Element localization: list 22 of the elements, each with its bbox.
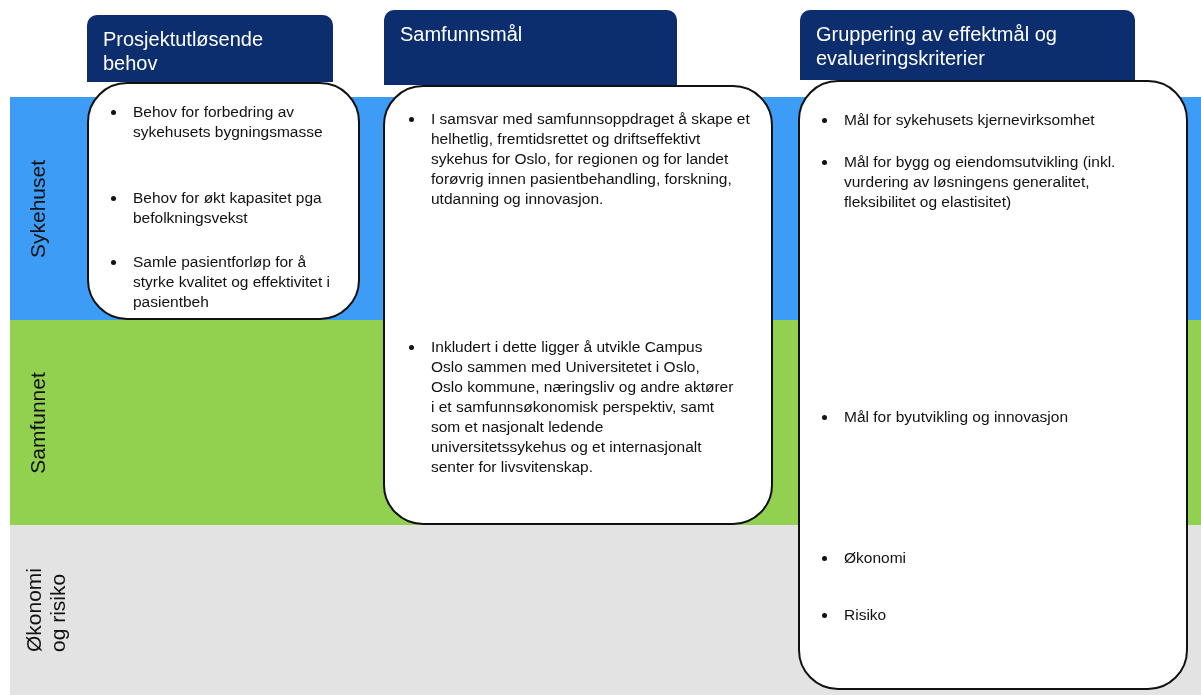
content-card [87, 82, 360, 320]
header-title: Prosjektutløsende behov [103, 27, 265, 75]
bullet-item: Samle pasientforløp for å styrke kvalitet og effektivitet i pasientbeh [107, 252, 347, 312]
content-card [798, 80, 1188, 690]
bullet-item: Behov for forbedring av sykehusets bygningsmasse [107, 102, 343, 142]
column-header [87, 15, 333, 82]
header-title: Samfunnsmål [400, 22, 524, 46]
content-card [383, 85, 773, 525]
bullet-item: Økonomi [818, 548, 1158, 568]
bullet-item: I samsvar med samfunnsoppdraget å skape et helhetlig, fremtidsrettet og driftseffektivt sykehus for Oslo, for regionen og for landet forøvrig innen pasientbehandling, forskning, utdanning og innovasjon. [405, 109, 750, 209]
bullet-item: Risiko [818, 605, 1158, 625]
header-title: Gruppering av effektmål og evalueringskriterier [816, 22, 1058, 70]
bullet-item: Inkludert i dette ligger å utvikle Campus Oslo sammen med Universitetet i Oslo, Oslo kommune, næringsliv og andre aktører i et samfunnsøkonomisk perspektiv, samt som et nasjonalt ledende universitetssykehus og et internasjonalt senter for livsvitenskap. [405, 337, 735, 477]
column-header [800, 10, 1135, 80]
bullet-item: Mål for bygg og eiendomsutvikling (inkl. vurdering av løsningens generalitet, fleksibilitet og elastisitet) [818, 152, 1138, 212]
column-header [384, 10, 677, 85]
bullet-item: Mål for sykehusets kjernevirksomhet [818, 110, 1158, 130]
bullet-item: Behov for økt kapasitet pga befolkningsvekst [107, 188, 327, 228]
row-label: Samfunnet [26, 371, 50, 474]
bullet-item: Mål for byutvikling og innovasjon [818, 407, 1158, 427]
row-label: Økonomi og risiko [22, 568, 70, 652]
row-label: Sykehuset [26, 159, 50, 258]
